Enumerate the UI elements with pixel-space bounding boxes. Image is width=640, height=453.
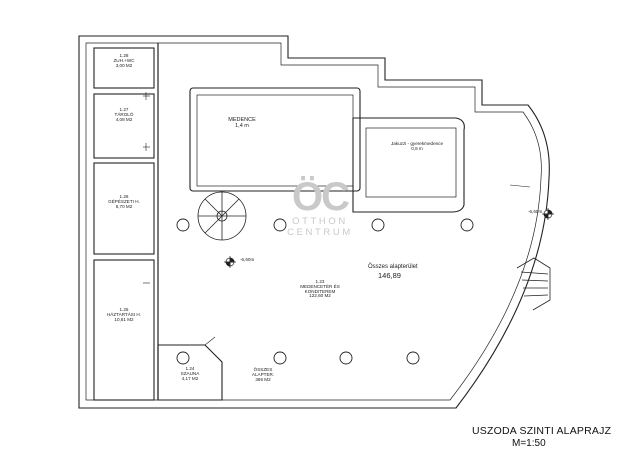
- room-name: GÉPÉSZETI H.: [108, 198, 140, 204]
- pool-name: MEDENCE: [228, 117, 256, 123]
- pool-label: MEDENCE 1,4 m: [222, 117, 262, 130]
- watermark-logo: ÖC OTTHON CENTRUM: [285, 175, 355, 238]
- room-area: 10,61 M2: [114, 316, 134, 322]
- room-number: 1.26: [119, 194, 129, 199]
- room-number: 1.27: [119, 107, 129, 112]
- room-area: 4,08 M2: [115, 116, 133, 122]
- jacuzzi-label: Jakuzzi - gyerekmedence 0,8 m: [382, 141, 452, 152]
- room-area: 122,60 M2: [309, 293, 331, 299]
- room-name: ÖSSZES ALAPTER.: [251, 367, 275, 377]
- pool-inner: [196, 94, 354, 187]
- level-marker-icon: [224, 256, 236, 268]
- watermark-mark: ÖC: [292, 175, 350, 219]
- jacuzzi-outline: [352, 117, 465, 213]
- jacuzzi-depth: 0,8 m: [411, 145, 423, 151]
- jacuzzi-name: Jakuzzi - gyerekmedence: [390, 141, 444, 146]
- room-household-outline: [93, 259, 155, 401]
- room-label-wc: 1.28 ZUH.+WC 3,00 M2: [104, 53, 144, 68]
- room-label-household: 1.25 HÁZTARTÁSI H. 10,61 M2: [98, 307, 150, 322]
- room-area: 3,00 M2: [115, 62, 133, 68]
- columns: [176, 218, 474, 365]
- drawing-scale: M=1:50: [512, 438, 546, 449]
- summary-value: 146,89: [378, 271, 401, 280]
- room-name: SZAUNA: [180, 370, 200, 376]
- room-area: 366 M2: [255, 376, 271, 382]
- room-name: MEDENCETÉR ÉS KONDITEREM: [300, 283, 340, 294]
- exterior-stair: [516, 257, 551, 311]
- level-text: -6,60m: [528, 209, 543, 214]
- pool-depth: 1,4 m: [235, 122, 249, 129]
- room-machine-outline: [93, 162, 155, 255]
- room-name: ZUH.+WC: [113, 57, 135, 63]
- room-label-total: ÖSSZES ALAPTER. 366 M2: [245, 367, 281, 382]
- summary-label: Összes alapterület: [368, 264, 418, 270]
- pool-outline: [189, 87, 361, 192]
- room-number: 1.23: [315, 279, 325, 284]
- drawing-title: USZODA SZINTI ALAPRAJZ: [472, 425, 612, 437]
- jacuzzi-inner: [365, 127, 457, 198]
- room-number: 1.24: [185, 366, 195, 371]
- room-area: 4,17 M2: [181, 375, 199, 381]
- room-number: 1.25: [119, 307, 129, 312]
- room-label-storage: 1.27 TÁROLÓ 4,08 M2: [104, 107, 144, 122]
- room-name: TÁROLÓ: [114, 111, 134, 117]
- spiral-staircase: [197, 191, 247, 241]
- room-wc-outline: [93, 47, 155, 89]
- room-number: 1.28: [119, 53, 129, 58]
- room-label-pool-room: 1.23 MEDENCETÉR ÉS KONDITEREM 122,60 M2: [290, 279, 350, 299]
- outer-wall: [78, 35, 550, 409]
- inner-wall: [85, 42, 542, 401]
- room-label-sauna: 1.24 SZAUNA 4,17 M2: [172, 366, 208, 381]
- level-text: -6,60m: [240, 257, 255, 262]
- room-area: 6,70 M2: [115, 203, 133, 209]
- room-storage-outline: [93, 93, 155, 159]
- room-label-machine: 1.26 GÉPÉSZETI H. 6,70 M2: [100, 194, 148, 209]
- room-sauna-outline: [157, 344, 223, 401]
- level-marker-icon: [542, 208, 554, 220]
- room-name: HÁZTARTÁSI H.: [106, 311, 142, 317]
- watermark-line1: OTTHON: [292, 216, 348, 227]
- watermark-line2: CENTRUM: [287, 227, 353, 238]
